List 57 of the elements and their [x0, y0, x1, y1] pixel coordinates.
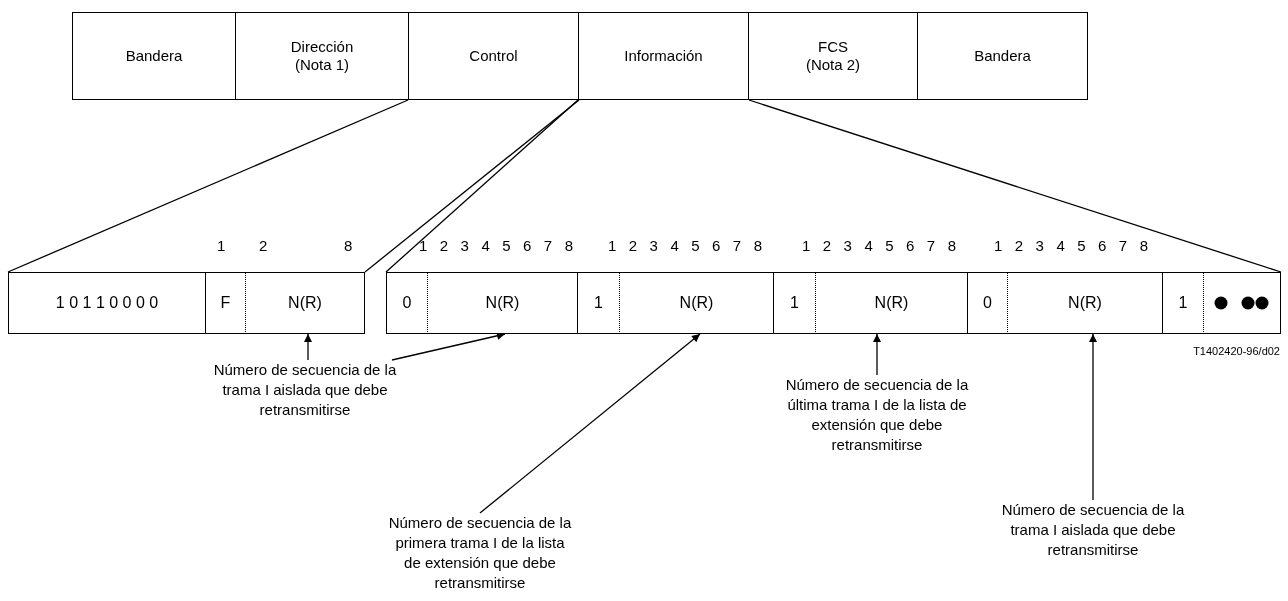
bit-field [8, 272, 206, 334]
field-label: Bandera [974, 47, 1031, 65]
field-label: 0 [402, 293, 412, 313]
annotation-text: Número de secuencia de la última trama I de la lista de extensión que debe retransmitirse [784, 375, 970, 455]
annotation-text: Número de secuencia de la trama I aislada que debe retransmitirse [1000, 500, 1186, 560]
field-label: 1 0 1 1 0 0 0 0 [55, 293, 159, 313]
field-label: 1 [1178, 293, 1188, 313]
bit-field [205, 272, 246, 334]
bit-field [386, 272, 428, 334]
annotation-text: Número de secuencia de la trama I aislada que debe retransmitirse [212, 360, 398, 420]
field-label: 0 [983, 293, 992, 313]
field-label: Bandera [125, 47, 183, 65]
field-label: N(R) [679, 293, 714, 313]
bit-field [1008, 272, 1163, 334]
bit-field [1162, 272, 1204, 334]
bit-field [577, 272, 620, 334]
field-box [235, 12, 409, 100]
annotation-text: Número de secuencia de la primera trama I de la lista de extensión que debe retransmitirse [387, 513, 573, 593]
field-label: FCS [818, 38, 848, 56]
bit-field [620, 272, 774, 334]
field-box [72, 12, 236, 100]
field-label: 1 [594, 293, 603, 313]
bit-number: 1 2 3 4 5 6 7 8 [419, 237, 573, 254]
figure-reference: T1402420-96/d02 [1193, 345, 1280, 357]
field-label: N(R) [1068, 293, 1102, 313]
bit-number: 8 [344, 237, 353, 254]
field-label: N(R) [874, 293, 909, 313]
zoom-line [748, 99, 1282, 273]
field-box [917, 12, 1088, 100]
bit-field [428, 272, 578, 334]
field-box [578, 12, 749, 100]
field-label: N(R) [485, 293, 520, 313]
field-box [748, 12, 918, 100]
bit-field [773, 272, 816, 334]
bit-field [816, 272, 968, 334]
field-label: F [220, 293, 231, 313]
field-label: Información [624, 47, 703, 65]
field-label: Dirección [290, 38, 354, 56]
field-label: N(R) [288, 293, 322, 313]
bit-field [246, 272, 365, 334]
arrow [304, 333, 312, 361]
bit-number: 2 [259, 237, 268, 254]
field-label: 1 [790, 293, 799, 313]
bit-number: 1 2 3 4 5 6 7 8 [608, 237, 762, 254]
bit-number: 1 2 3 4 5 6 7 8 [802, 237, 956, 254]
zoom-line [7, 99, 409, 273]
field-box [408, 12, 579, 100]
bit-number: 1 [217, 237, 226, 254]
bit-number: 1 2 3 4 5 6 7 8 [994, 237, 1148, 254]
arrow [873, 333, 881, 376]
field-label: (Nota 2) [805, 56, 861, 74]
arrow [479, 333, 701, 514]
bit-field [967, 272, 1008, 334]
field-label: Control [469, 47, 518, 65]
arrow [1089, 333, 1097, 501]
field-label: (Nota 1) [294, 56, 350, 74]
bit-field [1203, 272, 1281, 334]
